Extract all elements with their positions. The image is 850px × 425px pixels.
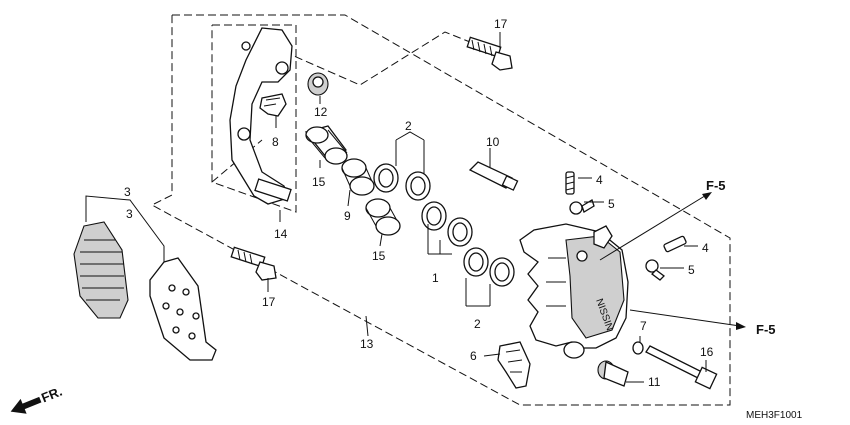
callout-5-right: 5 — [688, 263, 695, 277]
callout-4-upper: 4 — [596, 173, 603, 187]
callout-15-lower: 15 — [372, 249, 386, 263]
callout-14: 14 — [274, 227, 288, 241]
piston-seals-upper — [373, 163, 431, 201]
callout-5-upper: 5 — [608, 197, 615, 211]
pad-retainer-clip — [259, 93, 287, 117]
pin-boot — [307, 72, 329, 96]
leader-lines — [85, 32, 746, 383]
bleed-cap-upper — [569, 199, 595, 215]
caliper-body: NISSIN — [519, 223, 629, 359]
callout-11: 11 — [648, 375, 661, 389]
callout-13: 13 — [360, 337, 374, 351]
piston-15-upper — [304, 125, 348, 165]
mounting-bolt-top — [466, 36, 513, 71]
assembly-frame — [150, 14, 731, 406]
bracket-frame — [211, 24, 297, 213]
callout-3-lower: 3 — [126, 207, 133, 221]
frame-ref-upper: F-5 — [706, 178, 726, 193]
callout-2-upper: 2 — [405, 119, 412, 133]
callout-9: 9 — [344, 209, 351, 223]
piston-15-lower — [365, 198, 401, 236]
sealing-washer — [632, 341, 644, 355]
callout-7: 7 — [640, 319, 647, 333]
pad-pin — [645, 345, 718, 390]
bleed-valve-right — [663, 235, 687, 253]
piston-seals-middle — [421, 201, 473, 247]
callout-15-upper: 15 — [312, 175, 326, 189]
callout-8: 8 — [272, 135, 279, 149]
front-direction-label: FR. — [39, 384, 64, 406]
caliper-bracket — [229, 27, 293, 205]
piston-seals-lower — [463, 247, 515, 287]
callout-1: 1 — [432, 271, 439, 285]
callout-2-lower: 2 — [474, 317, 481, 331]
slide-pin — [468, 161, 519, 191]
callout-6: 6 — [470, 349, 477, 363]
callout-10: 10 — [486, 135, 500, 149]
callout-12: 12 — [314, 105, 328, 119]
bolt-leader-top — [261, 31, 471, 86]
callout-17-lower: 17 — [262, 295, 276, 309]
pin-plug — [597, 360, 629, 387]
brake-pad-outer — [73, 221, 129, 319]
pad-spring — [497, 341, 531, 389]
callout-3-top: 3 — [124, 185, 131, 199]
drawing-code: MEH3F1001 — [746, 410, 803, 421]
bleed-valve-upper — [565, 171, 575, 195]
callout-16: 16 — [700, 345, 714, 359]
bleed-cap-right — [645, 259, 665, 281]
brake-pad-inner — [149, 257, 217, 361]
frame-ref-lower: F-5 — [756, 322, 776, 337]
bracket-frame-diag — [211, 139, 263, 183]
mounting-bolt-lower — [230, 246, 277, 281]
front-direction-arrow: FR. — [10, 384, 64, 414]
callout-17-top: 17 — [494, 17, 508, 31]
callout-4-right: 4 — [702, 241, 709, 255]
piston-9 — [341, 158, 375, 196]
